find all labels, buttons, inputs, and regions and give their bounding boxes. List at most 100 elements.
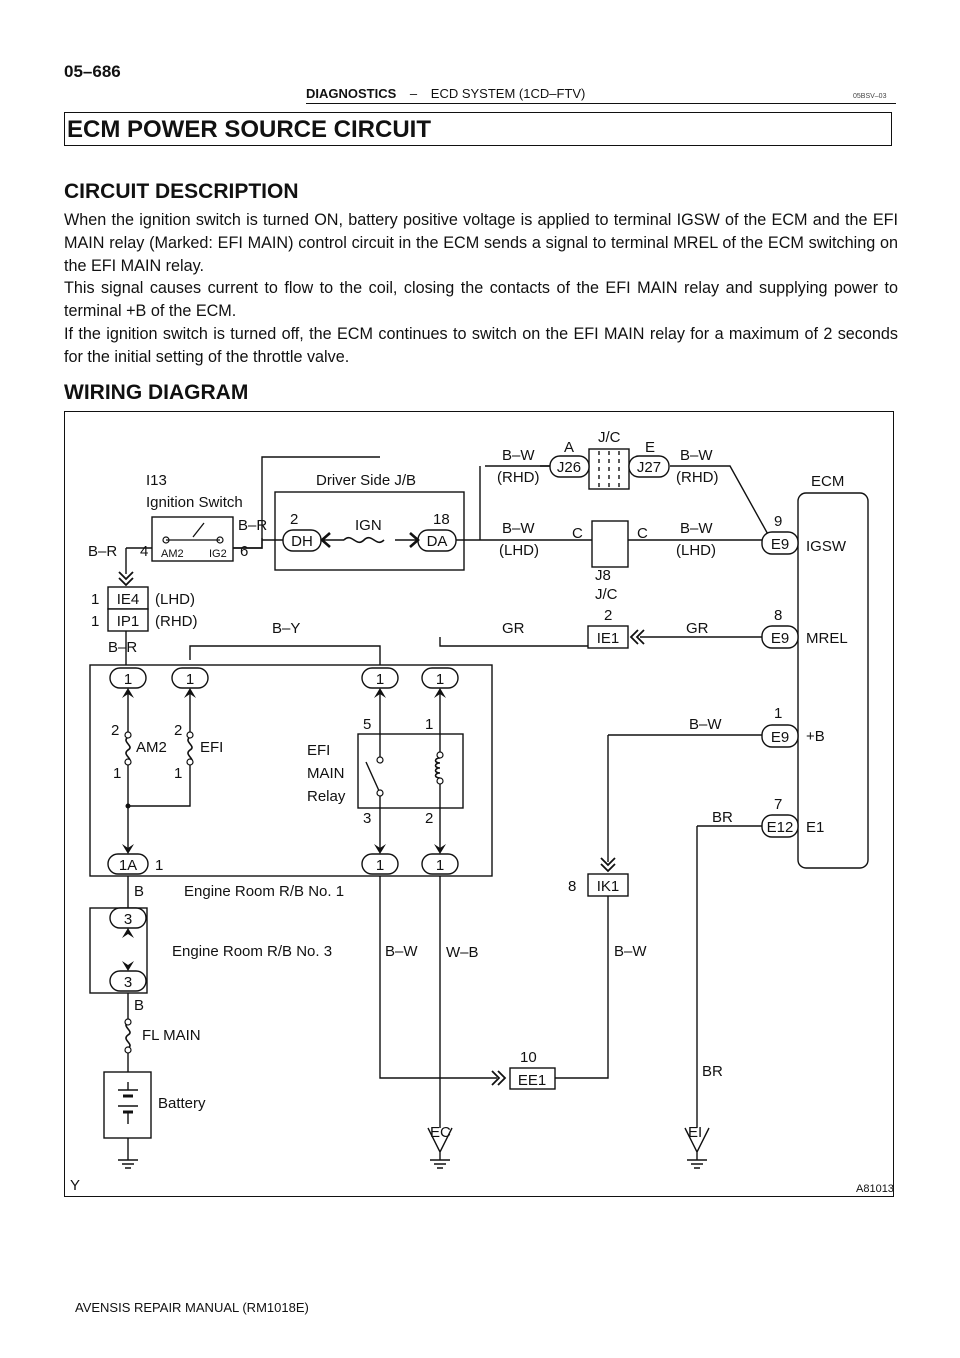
connector-label: 1: [376, 671, 384, 688]
wire-label: B: [134, 883, 144, 900]
footer: AVENSIS REPAIR MANUAL (RM1018E): [75, 1300, 309, 1315]
wire-label: B–W: [385, 943, 418, 960]
relay-switch-blade: [365, 761, 381, 794]
connector-label: IP1: [117, 613, 140, 630]
wire-j27-e9: [670, 465, 771, 539]
connector-label: DA: [427, 533, 448, 550]
wire-b-w-ee1: [379, 876, 497, 1079]
engine-rb1-box: [89, 664, 493, 877]
fl-main-fuse-icon: [125, 1021, 131, 1049]
efi-fuse-label: EFI: [200, 739, 223, 756]
wire-label: (RHD): [155, 613, 198, 630]
corner-label: Y: [70, 1177, 80, 1194]
battery-symbol: [118, 1082, 138, 1124]
jc-mid-label: J/C: [595, 586, 618, 603]
battery-box: [103, 1071, 152, 1139]
wire-label: B: [134, 997, 144, 1014]
running-header: DIAGNOSTICS – ECD SYSTEM (1CD–FTV): [306, 86, 585, 101]
driver-jb-box: [274, 491, 465, 571]
relay-label-3: Relay: [307, 788, 346, 805]
wire-label: B–R: [238, 517, 267, 534]
connector-label: 3: [124, 911, 132, 928]
wire-label: (RHD): [497, 469, 540, 486]
ecm-label: ECM: [811, 473, 844, 490]
plus-b-label: +B: [806, 728, 825, 745]
wire-label: (LHD): [499, 542, 539, 559]
wire-label: B–W: [680, 520, 713, 537]
connector-label: E9: [771, 729, 789, 746]
relay-coil-icon: [434, 757, 441, 779]
ignition-switch-box: [151, 516, 234, 562]
wiring-diagram-frame: [64, 411, 894, 1197]
am2-fuse-label: AM2: [136, 739, 167, 756]
terminal-dot: [124, 1018, 132, 1026]
wire-label: B–R: [88, 543, 117, 560]
wire-am2-efi-bottom: [127, 760, 191, 807]
pin-label: A: [564, 439, 574, 456]
jc-top-label: J/C: [598, 429, 621, 446]
ign-fuse-label: IGN: [355, 517, 382, 534]
ignition-ig2-contact-label: IG2: [209, 548, 227, 560]
circuit-description: When the ignition switch is turned ON, b…: [64, 209, 898, 369]
terminals: [124, 536, 444, 1054]
mrel-label: MREL: [806, 630, 848, 647]
efi-main-relay-box: [357, 733, 464, 809]
ignition-am2-contact-label: AM2: [161, 548, 184, 560]
connector-label: DH: [291, 533, 313, 550]
engine-rb1-label: Engine Room R/B No. 1: [184, 883, 344, 900]
circuit-description-heading: CIRCUIT DESCRIPTION: [64, 180, 299, 203]
connector-label: E12: [767, 819, 794, 836]
wire-label: (RHD): [676, 469, 719, 486]
e1-terminal-label: E1: [806, 819, 824, 836]
relay-label-2: MAIN: [307, 765, 345, 782]
description-paragraph: When the ignition switch is turned ON, b…: [64, 211, 898, 275]
ignition-key-lever: [192, 522, 205, 538]
terminal-arrows: [122, 688, 446, 971]
ignition-switch-id: I13: [146, 472, 167, 489]
wiring-diagram-heading: WIRING DIAGRAM: [64, 381, 249, 404]
terminal-dot: [186, 758, 194, 766]
connector-label: J26: [557, 459, 581, 476]
wire-label: B–W: [680, 447, 713, 464]
ecm-box: [797, 492, 869, 869]
header-rule: [306, 103, 896, 104]
pin-label: 8: [568, 878, 576, 895]
pin-label: 7: [774, 796, 782, 813]
wire-label: BR: [702, 1063, 723, 1080]
wire-label: B–Y: [272, 620, 300, 637]
connector-label: IE1: [597, 630, 620, 647]
connector-label: E9: [771, 630, 789, 647]
pin-label: 2: [290, 511, 298, 528]
wire-label: B–W: [614, 943, 647, 960]
pin-label: 2: [425, 810, 433, 827]
terminal-dot: [436, 777, 444, 785]
pin-label: 1: [91, 613, 99, 630]
wire-b-y: [189, 645, 381, 665]
description-paragraph: This signal causes current to flow to th…: [64, 279, 898, 321]
connector-label: 1: [436, 857, 444, 874]
connector-label: 1: [436, 671, 444, 688]
pin-label: 4: [140, 543, 148, 560]
pin-label: 2: [604, 607, 612, 624]
connector-label: 3: [124, 974, 132, 991]
description-paragraph: If the ignition switch is turned off, th…: [64, 324, 898, 366]
wire-label: B–R: [108, 639, 137, 656]
connector-label: EE1: [518, 1072, 546, 1089]
pin-label: 1: [774, 705, 782, 722]
connector-label: 1: [124, 671, 132, 688]
pin-label: C: [572, 525, 583, 542]
j8-jc-box: [591, 520, 629, 568]
doc-code: 05BSV–03: [853, 93, 887, 100]
wire-label: BR: [712, 809, 733, 826]
header-section: DIAGNOSTICS: [306, 86, 397, 101]
connector-label: J27: [637, 459, 661, 476]
pin-label: C: [637, 525, 648, 542]
ground-symbols: [118, 1127, 710, 1169]
connector-shapes: [107, 455, 799, 992]
wire-label: GR: [502, 620, 525, 637]
wire-label: B–W: [689, 716, 722, 733]
terminal-dot: [376, 756, 384, 764]
title-box: ECM POWER SOURCE CIRCUIT: [64, 112, 892, 146]
pin-label: E: [645, 439, 655, 456]
